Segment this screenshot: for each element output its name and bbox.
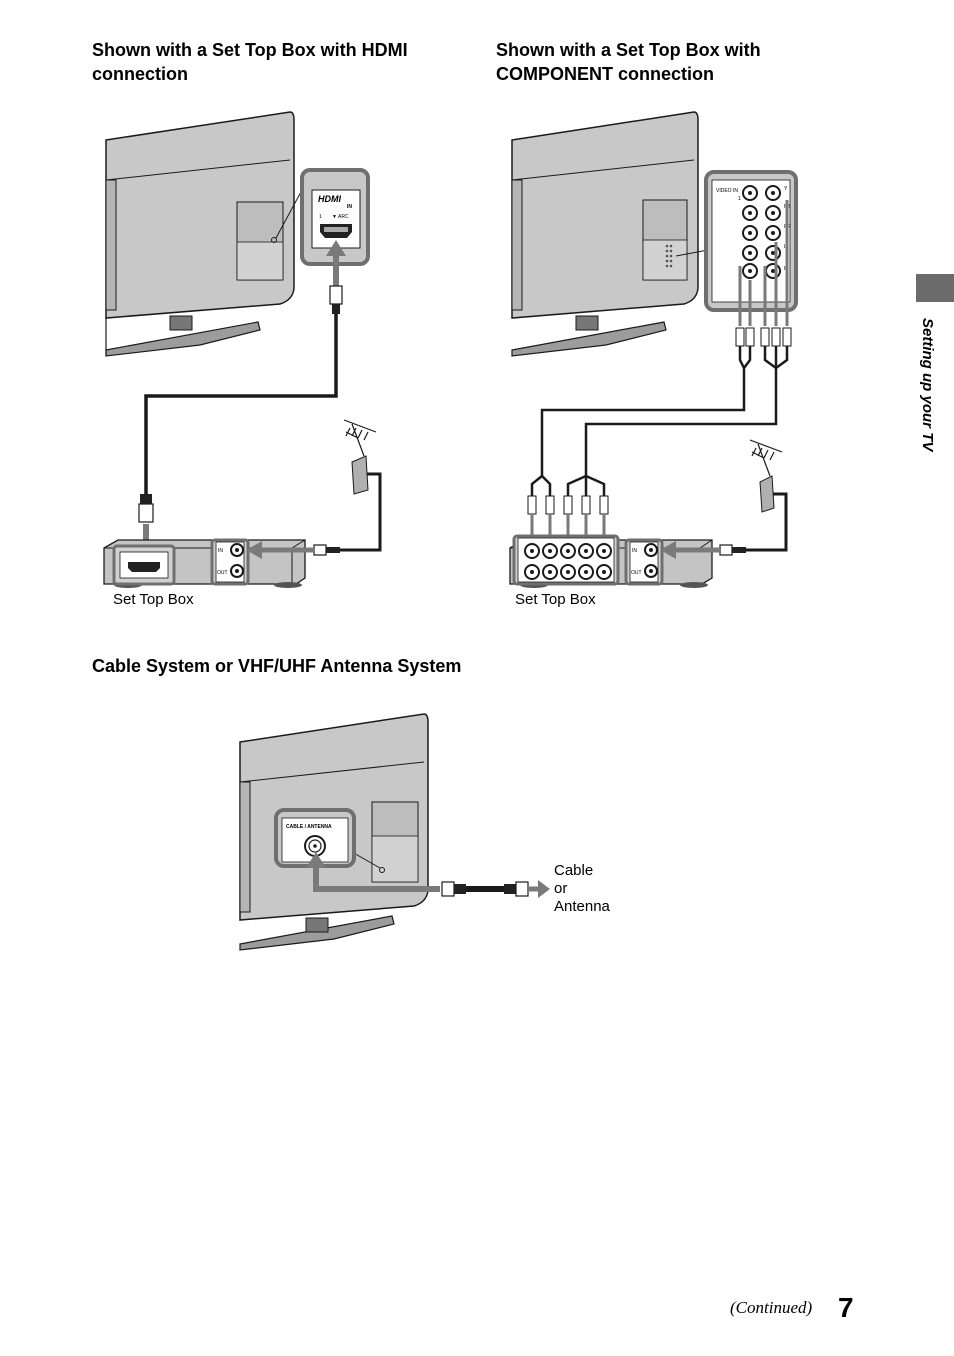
component-heading: Shown with a Set Top Box with COMPONENT … <box>496 38 761 86</box>
hdmi-heading-line2: connection <box>92 64 189 84</box>
component-heading-line2: COMPONENT connection <box>496 64 715 84</box>
component-stb-out: OUT <box>631 570 642 576</box>
section-tab-label: Setting up your TV <box>919 318 936 452</box>
antenna-source-line2: or <box>554 880 568 897</box>
hdmi-antenna-cable <box>340 472 382 552</box>
component-antenna-cable <box>744 492 788 552</box>
antenna-source-line3: Antenna <box>554 898 610 915</box>
antenna-port-label: CABLE / ANTENNA <box>286 824 332 830</box>
continued-note: (Continued) <box>730 1298 813 1317</box>
component-heading-line1: Shown with a Set Top Box with <box>496 40 761 60</box>
hdmi-heading: Shown with a Set Top Box with HDMI conne… <box>92 38 408 86</box>
hdmi-port-number: 1 <box>319 214 322 220</box>
antenna-source-label: Cable or Antenna <box>554 862 610 916</box>
hdmi-plug-top-icon <box>329 285 343 314</box>
component-stb-plugs-icon <box>527 495 609 515</box>
component-y-label: Y <box>784 186 788 192</box>
component-set-top-box-label: Set Top Box <box>515 591 596 608</box>
hdmi-arc-text: ▼ ARC <box>332 214 349 220</box>
hdmi-antenna-icon <box>343 419 377 495</box>
component-video-in: VIDEO IN <box>716 188 738 194</box>
hdmi-brand-text: HDMI <box>318 194 341 204</box>
tv-coax-port-icon <box>304 835 326 857</box>
antenna-heading: Cable System or VHF/UHF Antenna System <box>92 656 462 676</box>
hdmi-in-text: IN <box>347 204 352 210</box>
antenna-coax-cable <box>441 881 529 897</box>
hdmi-set-top-box-label: Set Top Box <box>113 591 194 608</box>
section-tab-marker <box>916 274 954 302</box>
hdmi-plug-bottom-icon <box>138 494 154 523</box>
hdmi-stb-in: IN <box>218 548 223 554</box>
antenna-source-line1: Cable <box>554 862 594 879</box>
hdmi-cable <box>144 314 338 494</box>
component-stb-in: IN <box>632 548 637 554</box>
component-cables <box>530 346 789 496</box>
hdmi-stb-out: OUT <box>217 570 228 576</box>
component-antenna-icon <box>749 439 783 513</box>
component-set-top-box: IN OUT <box>509 534 713 588</box>
page-number: 7 <box>838 1292 854 1323</box>
hdmi-heading-line1: Shown with a Set Top Box with HDMI <box>92 40 408 60</box>
hdmi-tv-illustration <box>105 111 295 357</box>
component-tv-illustration <box>511 111 699 357</box>
component-video-num: 1 <box>738 196 741 202</box>
